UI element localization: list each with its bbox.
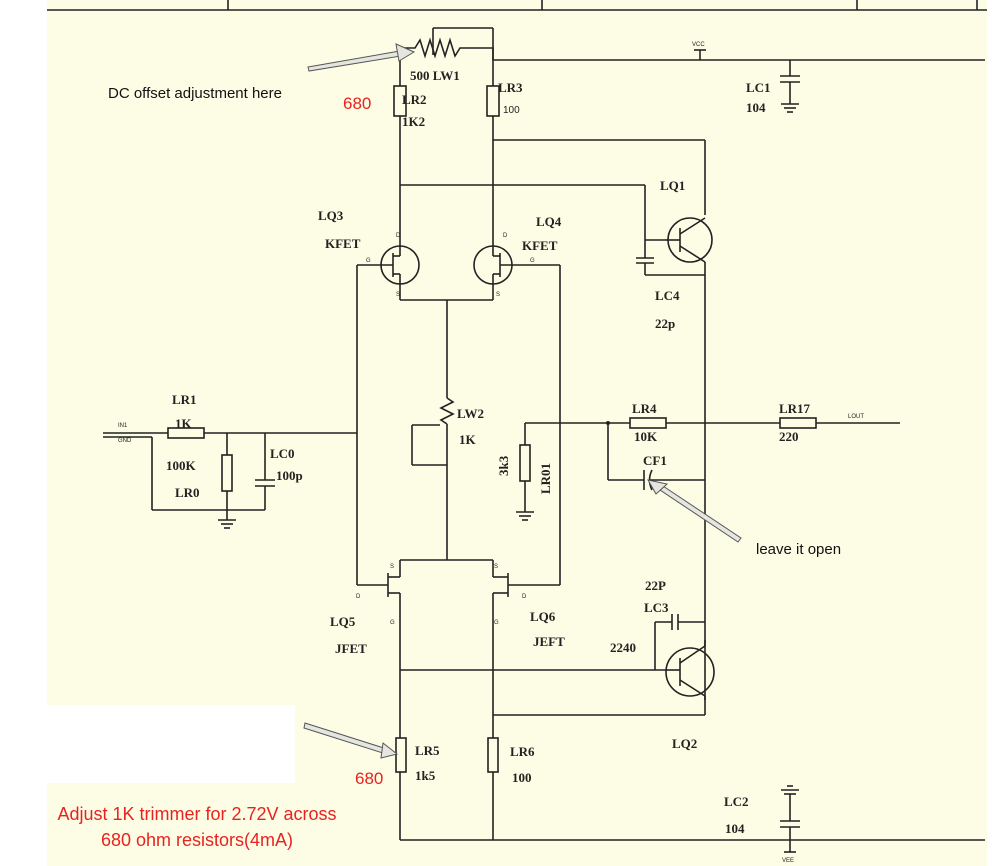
svg-text:D: D xyxy=(356,594,361,600)
lw2-value: 1K xyxy=(459,432,477,447)
svg-text:D: D xyxy=(396,233,401,239)
svg-text:G: G xyxy=(390,620,395,626)
resistor-lr01 xyxy=(519,444,531,482)
lq6-label: LQ6 xyxy=(530,609,556,624)
trimmer-lw1 xyxy=(399,37,494,60)
lr4-value: 10K xyxy=(634,429,658,444)
cf1-label: CF1 xyxy=(643,453,667,468)
svg-text:S: S xyxy=(494,564,498,570)
svg-text:D: D xyxy=(503,233,508,239)
whiteout-patch xyxy=(20,705,295,783)
lc4-value: 22p xyxy=(655,316,675,331)
lr01-value: 3k3 xyxy=(496,455,511,476)
leave-open-note: leave it open xyxy=(756,541,841,558)
lq5-label: LQ5 xyxy=(330,614,356,629)
lr1-label: LR1 xyxy=(172,392,197,407)
transistor-lq2 xyxy=(665,647,715,697)
lr1-value: 1K xyxy=(175,416,193,431)
lc1-value: 104 xyxy=(746,100,766,115)
svg-text:S: S xyxy=(396,292,400,298)
lr17-label: LR17 xyxy=(779,401,811,416)
lq3-label: LQ3 xyxy=(318,208,344,223)
resistor-lr4 xyxy=(629,417,667,429)
lw1-label: 500 LW1 xyxy=(410,68,460,83)
adjust-note-line1: Adjust 1K trimmer for 2.72V across xyxy=(57,804,336,824)
lr2-label: LR2 xyxy=(402,92,427,107)
vcc-label: VCC xyxy=(692,42,705,48)
lr6-label: LR6 xyxy=(510,744,535,759)
lq4-label: LQ4 xyxy=(536,214,562,229)
lc0-value: 100p xyxy=(276,468,303,483)
resistor-lr0 xyxy=(221,454,233,492)
lq1-label: LQ1 xyxy=(660,178,685,193)
adjust-note-line2: 680 ohm resistors(4mA) xyxy=(101,830,293,850)
lr5-modified-value: 680 xyxy=(355,769,383,788)
svg-text:D: D xyxy=(522,594,527,600)
lq2-label: LQ2 xyxy=(672,736,697,751)
svg-text:G: G xyxy=(366,258,371,264)
lr5-value: 1k5 xyxy=(415,768,436,783)
lw2-label: LW2 xyxy=(457,406,484,421)
svg-text:G: G xyxy=(494,620,499,626)
lc2-value: 104 xyxy=(725,821,745,836)
vee-label: VEE xyxy=(782,858,794,864)
lr2-value: 1K2 xyxy=(402,114,425,129)
resistor-lr17 xyxy=(779,417,817,429)
svg-text:S: S xyxy=(496,292,500,298)
lc2-label: LC2 xyxy=(724,794,749,809)
lq2-value: 2240 xyxy=(610,640,636,655)
gnd-label: GND xyxy=(118,438,132,444)
lr6-value: 100 xyxy=(512,770,532,785)
lc3-label: LC3 xyxy=(644,600,669,615)
lr2-modified-value: 680 xyxy=(343,94,371,113)
svg-text:G: G xyxy=(530,258,535,264)
lr5-label: LR5 xyxy=(415,743,440,758)
lr3-value: 100 xyxy=(503,105,520,116)
trimmer-lw2 xyxy=(439,397,455,425)
lr0-value: 100K xyxy=(166,458,197,473)
in1-label: IN1 xyxy=(118,423,128,429)
lq6-type: JEFT xyxy=(533,634,565,649)
lr0-label: LR0 xyxy=(175,485,200,500)
lr3-label: LR3 xyxy=(498,80,523,95)
svg-text:S: S xyxy=(390,564,394,570)
lout-label: LOUT xyxy=(848,414,864,420)
lq4-type: KFET xyxy=(522,238,558,253)
lq5-type: JFET xyxy=(335,641,367,656)
resistor-lr6 xyxy=(487,737,499,773)
lc4-label: LC4 xyxy=(655,288,680,303)
lr01-label: LR01 xyxy=(538,463,553,494)
lq3-type: KFET xyxy=(325,236,361,251)
lc3-value: 22P xyxy=(645,578,666,593)
lr17-value: 220 xyxy=(779,429,799,444)
dc-offset-note: DC offset adjustment here xyxy=(108,85,282,102)
lc0-label: LC0 xyxy=(270,446,295,461)
lr4-label: LR4 xyxy=(632,401,657,416)
resistor-lr5 xyxy=(395,737,407,773)
lc1-label: LC1 xyxy=(746,80,771,95)
